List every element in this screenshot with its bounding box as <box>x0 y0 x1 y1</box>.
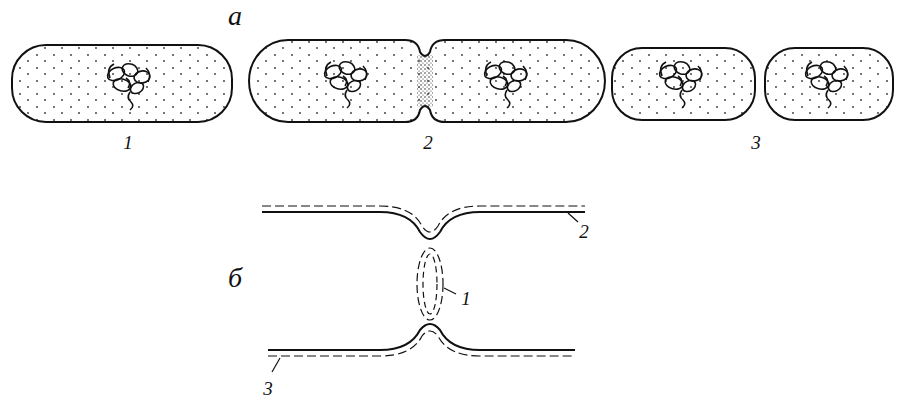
part-letter: б <box>228 264 242 292</box>
callout-number: 3 <box>751 133 761 152</box>
callout-number: 1 <box>123 133 133 152</box>
part-letter: а <box>228 2 242 30</box>
callout-number: 1 <box>461 289 471 308</box>
callout-number: 3 <box>263 379 273 398</box>
callout-number: 2 <box>579 222 589 241</box>
callout-number: 2 <box>423 133 433 152</box>
